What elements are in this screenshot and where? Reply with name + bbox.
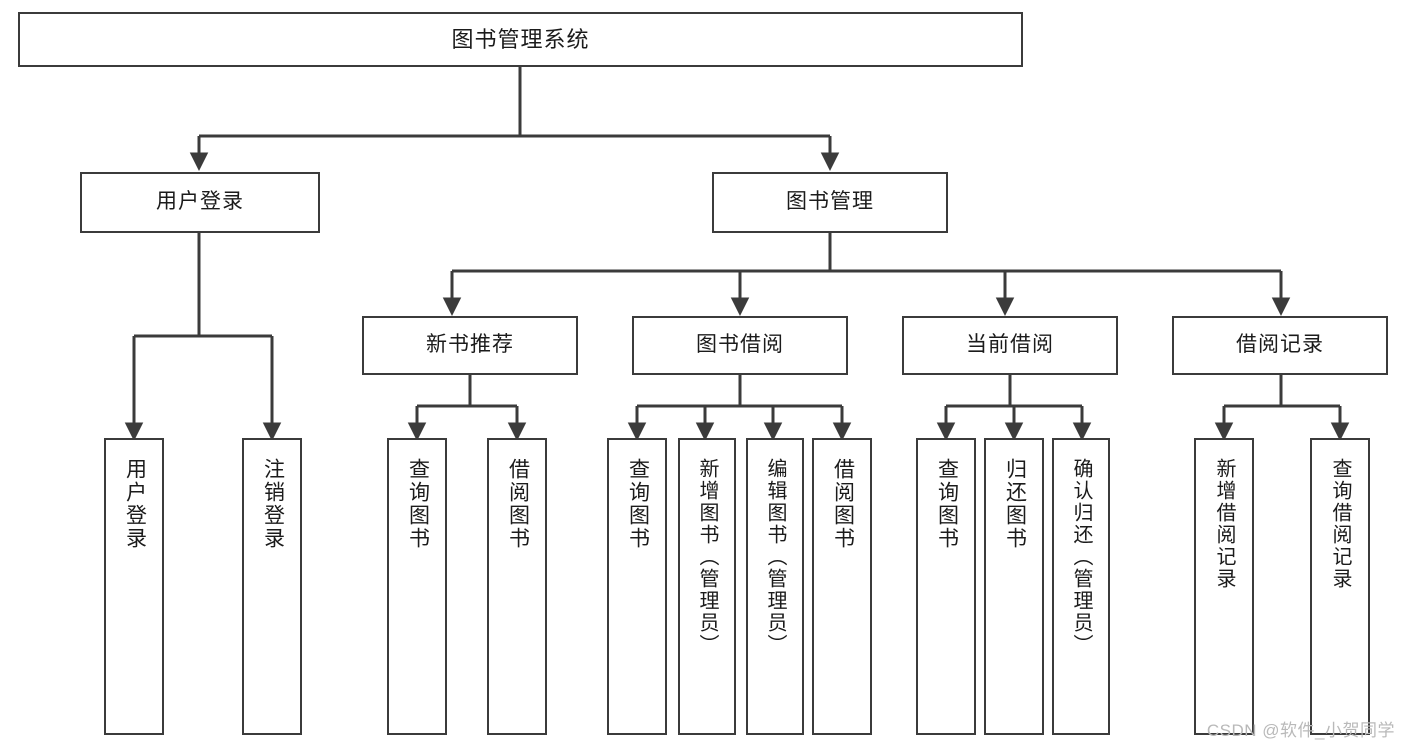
node-label: 图书借阅 xyxy=(696,333,784,357)
node-borrow-record[interactable]: 借阅记录 xyxy=(1172,316,1388,375)
node-label: 图书管理系统 xyxy=(451,26,590,52)
node-label: 新书推荐 xyxy=(426,333,514,357)
node-label: 查询借阅记录 xyxy=(1329,458,1351,590)
node-label: 借阅记录 xyxy=(1236,333,1324,357)
node-label: 确认归还（管理员） xyxy=(1070,458,1092,656)
leaf-borrow-book-borrow[interactable]: 借阅图书 xyxy=(812,438,872,735)
node-new-book-recommend[interactable]: 新书推荐 xyxy=(362,316,578,375)
leaf-query-book-borrow[interactable]: 查询图书 xyxy=(607,438,667,735)
node-label: 用户登录 xyxy=(156,190,244,214)
leaf-confirm-return-admin[interactable]: 确认归还（管理员） xyxy=(1052,438,1110,735)
leaf-borrow-book-recommend[interactable]: 借阅图书 xyxy=(487,438,547,735)
node-label: 新增图书（管理员） xyxy=(696,458,718,656)
node-label: 归还图书 xyxy=(1003,458,1027,550)
node-label: 当前借阅 xyxy=(966,333,1054,357)
leaf-query-borrow-record[interactable]: 查询借阅记录 xyxy=(1310,438,1370,735)
node-label: 查询图书 xyxy=(406,458,430,550)
node-book-management[interactable]: 图书管理 xyxy=(712,172,948,233)
node-root-system[interactable]: 图书管理系统 xyxy=(18,12,1023,67)
node-label: 用户登录 xyxy=(123,458,147,550)
leaf-query-book-current[interactable]: 查询图书 xyxy=(916,438,976,735)
leaf-query-book-recommend[interactable]: 查询图书 xyxy=(387,438,447,735)
node-book-borrow[interactable]: 图书借阅 xyxy=(632,316,848,375)
node-label: 新增借阅记录 xyxy=(1213,458,1235,590)
leaf-add-borrow-record[interactable]: 新增借阅记录 xyxy=(1194,438,1254,735)
node-label: 图书管理 xyxy=(786,190,874,214)
node-label: 编辑图书（管理员） xyxy=(764,458,786,656)
leaf-user-login[interactable]: 用户登录 xyxy=(104,438,164,735)
node-label: 注销登录 xyxy=(261,458,285,550)
node-label: 借阅图书 xyxy=(506,458,530,550)
node-label: 借阅图书 xyxy=(831,458,855,550)
watermark-text: CSDN @软件_小贺同学 xyxy=(1206,721,1395,740)
node-label: 查询图书 xyxy=(626,458,650,550)
leaf-logout-login[interactable]: 注销登录 xyxy=(242,438,302,735)
node-label: 查询图书 xyxy=(935,458,959,550)
leaf-add-book-admin[interactable]: 新增图书（管理员） xyxy=(678,438,736,735)
node-current-borrow[interactable]: 当前借阅 xyxy=(902,316,1118,375)
leaf-return-book[interactable]: 归还图书 xyxy=(984,438,1044,735)
node-user-login[interactable]: 用户登录 xyxy=(80,172,320,233)
leaf-edit-book-admin[interactable]: 编辑图书（管理员） xyxy=(746,438,804,735)
